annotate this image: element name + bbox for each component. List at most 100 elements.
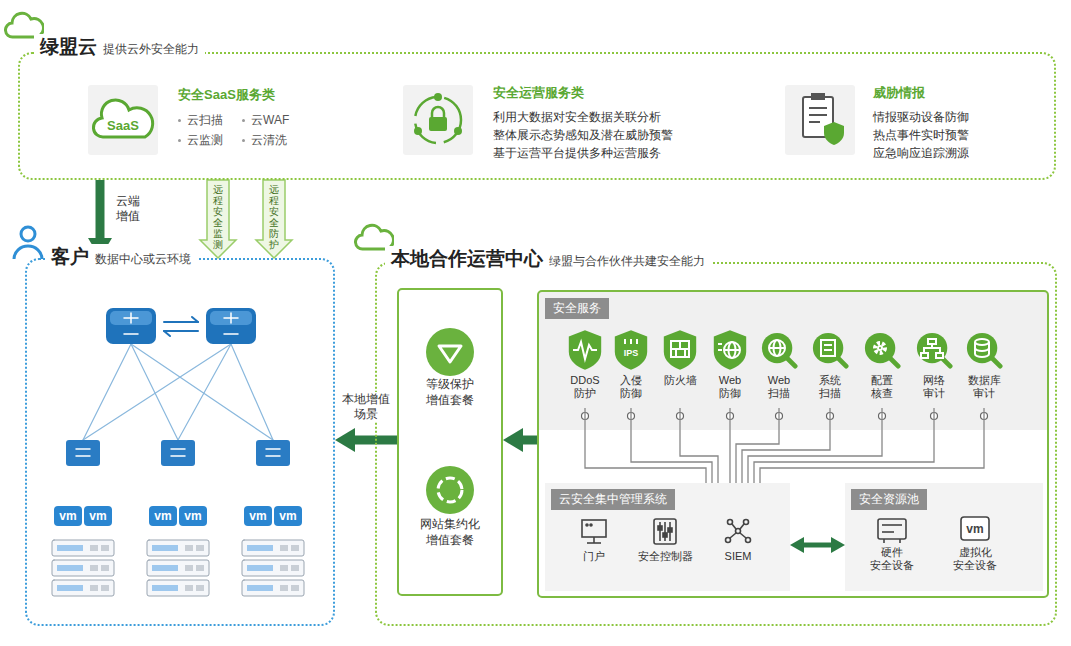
- region-heading: 本地合作运营中心: [391, 246, 543, 272]
- connector-label: 云端 增值: [114, 194, 142, 224]
- management-icons-part: [726, 538, 731, 543]
- ops-icon: [403, 85, 473, 155]
- ops-icon-part: [434, 93, 442, 101]
- management-module: 门户: [559, 514, 629, 574]
- wire: [680, 408, 718, 483]
- item-title: 安全运营服务类: [493, 84, 723, 102]
- management-icons-part: [732, 524, 736, 529]
- icon-text: vm: [154, 510, 171, 522]
- wire: [729, 408, 730, 483]
- header-bar: 安全服务: [545, 298, 609, 319]
- bullet-item: 云扫描: [178, 110, 242, 130]
- customer-network-part: [52, 540, 114, 556]
- panel-grounds-part: [545, 483, 790, 591]
- package-panel: 等级保护 增值套餐网站集约化 增值套餐: [397, 288, 503, 596]
- connector-arrow: [521, 436, 537, 445]
- icon-label: SIEM: [703, 550, 773, 563]
- service-icons-part-part: [675, 349, 677, 357]
- service-icons-part-part: [636, 339, 638, 344]
- wire: [760, 408, 984, 483]
- customer-network-part-part: [130, 313, 132, 323]
- management-icons-part: [658, 526, 662, 530]
- management-icons-part: [582, 520, 606, 537]
- wire: [631, 408, 712, 483]
- connector-arrow: [803, 543, 832, 548]
- service-icons-part-part: [821, 340, 835, 356]
- item-title: 安全SaaS服务类: [178, 86, 328, 104]
- service-icons-part-part: [624, 339, 626, 344]
- management-icons-part: [744, 520, 749, 525]
- service-icon: 数据库 审计: [960, 328, 1008, 408]
- body-line: 整体展示态势感知及潜在威胁预警: [493, 126, 723, 144]
- service-icons-part: [762, 333, 795, 366]
- package-icons-part: [426, 466, 474, 514]
- customer-network-part: [164, 317, 198, 336]
- service-icon: 配置 核查: [858, 328, 906, 408]
- management-icons-part: [740, 533, 746, 538]
- management-icons-part: [728, 520, 733, 525]
- service-icons-part-part: [718, 349, 722, 351]
- threat-intel-icon-part: [809, 107, 827, 109]
- service-icons-part-part: [684, 349, 686, 357]
- service-icons-part: [967, 333, 1000, 366]
- customer-network-part: [110, 311, 152, 325]
- customer-network-part: [179, 506, 207, 526]
- service-icons-part-part: [774, 340, 781, 356]
- customer-network: [52, 308, 304, 596]
- customer-network-part: [161, 440, 195, 466]
- customer-network-part-part: [231, 344, 273, 440]
- region-subtitle: 数据中心或云环境: [95, 251, 191, 268]
- service-icons-part-part: [936, 353, 943, 358]
- security-device: 虚拟化 安全设备: [935, 510, 1015, 580]
- customer-network-part: [106, 308, 156, 344]
- ops-icon-part: [414, 127, 422, 135]
- saas-icon-part: [93, 100, 152, 137]
- management-icons-part: [668, 528, 672, 532]
- ops-icon-part: [454, 127, 462, 135]
- region-header: 绿盟云提供云外安全能力: [34, 34, 205, 60]
- management-icons: [582, 519, 751, 544]
- body-line: 应急响应追踪溯源: [873, 144, 1033, 162]
- header-icons: [5, 13, 393, 259]
- management-icons-part: [654, 519, 676, 544]
- icon-text: vm: [59, 510, 76, 522]
- body-line: 利用大数据对安全数据关联分析: [493, 108, 723, 126]
- icon-label: Web 扫描: [755, 374, 803, 400]
- package-icons-part: [426, 328, 474, 376]
- body-line: 基于运营平台提供多种运营服务: [493, 144, 723, 162]
- customer-network-part: [274, 506, 302, 526]
- customer-network-part-part: [171, 455, 185, 457]
- management-module: SIEM: [703, 514, 773, 574]
- bullet-item: 云清洗: [242, 130, 306, 150]
- saas-service-group: 安全SaaS服务类云扫描云WAF云监测云清洗: [178, 86, 328, 156]
- ops-icon-part: [415, 97, 461, 143]
- customer-network-part: [54, 506, 82, 526]
- management-module: 安全控制器: [630, 514, 700, 574]
- resource-pool: 安全资源池硬件 安全设备虚拟化 安全设备: [845, 483, 1043, 591]
- resource-icons-part: [961, 517, 989, 540]
- customer-network-part-part: [171, 448, 185, 450]
- threat-intel-icon-part: [809, 121, 820, 123]
- service-icons-part-part: [679, 341, 681, 349]
- management-icons-part: [663, 533, 667, 537]
- package-item: 网站集约化 增值套餐: [405, 464, 495, 560]
- service-icons-part: [917, 333, 950, 366]
- service-icons-part: [865, 333, 898, 366]
- panel-grounds: [539, 292, 1047, 591]
- customer-network-part: [147, 580, 209, 596]
- saas-icon-part: [88, 85, 158, 155]
- service-icon: Web 扫描: [755, 328, 803, 408]
- management-icons-part: [730, 533, 736, 538]
- service-icons-part-part: [875, 343, 885, 353]
- wire: [754, 408, 934, 483]
- icon-text: SaaS: [107, 119, 139, 132]
- icon-label: DDoS 防护: [561, 374, 609, 400]
- customer-network-part-part: [124, 333, 138, 335]
- icon-text: vm: [89, 510, 106, 522]
- service-icons-part-part: [924, 344, 932, 353]
- threat-intel-icon-part: [824, 122, 844, 145]
- service-icons: [569, 330, 1000, 370]
- management-icons-part: [593, 537, 595, 543]
- item-title: 威胁情报: [873, 84, 1033, 102]
- customer-network-part: [206, 308, 256, 344]
